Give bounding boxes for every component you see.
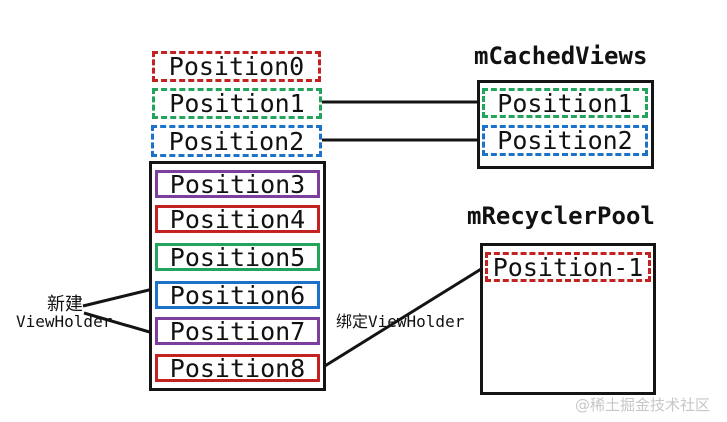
- recycler-pool-frame: Position-1: [480, 243, 656, 395]
- create-viewholder-label-cn: 新建: [47, 294, 83, 315]
- bind-viewholder-label: 绑定ViewHolder: [336, 312, 465, 331]
- screen-box-position5: Position5: [155, 243, 320, 271]
- cached-box-position1: Position1: [482, 88, 648, 118]
- recycler-pool-title: mRecyclerPool: [467, 202, 655, 230]
- scrap-box-position1: Position1: [152, 88, 322, 119]
- screen-box-position4: Position4: [155, 205, 320, 233]
- connector-create-to-position6: [82, 287, 154, 308]
- screen-box-position6: Position6: [155, 281, 320, 309]
- screen-box-position7: Position7: [155, 317, 320, 345]
- cached-views-title: mCachedViews: [474, 42, 648, 70]
- pool-box-position-minus1: Position-1: [485, 252, 651, 282]
- screen-box-position8: Position8: [155, 354, 320, 382]
- screen-box-position3: Position3: [155, 170, 320, 198]
- cached-views-frame: Position1 Position2: [477, 80, 654, 169]
- scrap-box-position2: Position2: [151, 125, 322, 157]
- juejin-watermark: @稀土掘金技术社区: [575, 396, 711, 414]
- create-viewholder-label-en: ViewHolder: [16, 312, 113, 331]
- screen-list-frame: Position3 Position4 Position5 Position6 …: [149, 161, 326, 391]
- scrap-box-position0: Position0: [152, 51, 321, 82]
- cached-box-position2: Position2: [482, 125, 648, 156]
